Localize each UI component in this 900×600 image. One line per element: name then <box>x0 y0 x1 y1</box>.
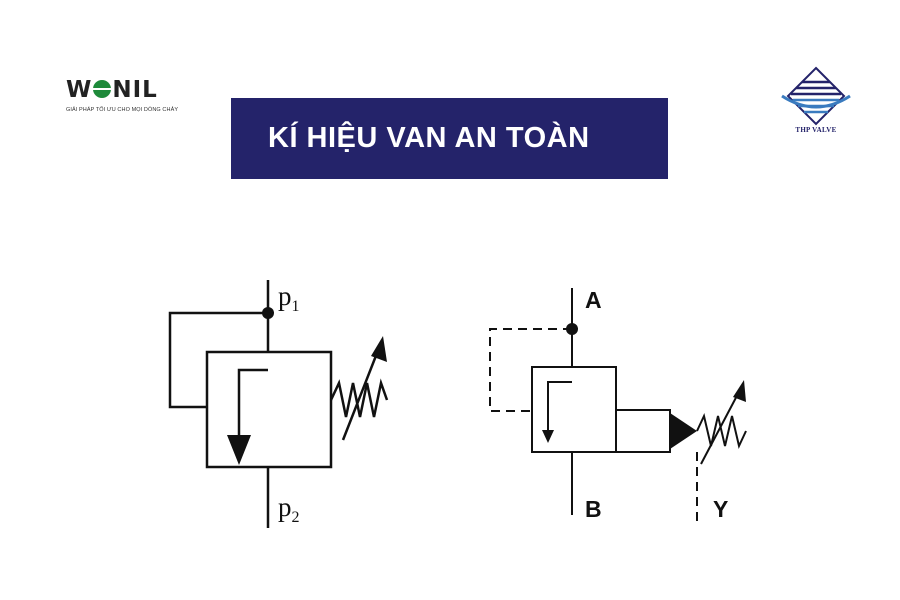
valve-body <box>205 350 333 469</box>
pilot-valve-symbol <box>489 288 747 522</box>
wonil-o-icon <box>93 80 112 98</box>
spring-icon-right <box>696 412 747 450</box>
wonil-logo: W NIL GIẢI PHÁP TỐI ƯU CHO MỌI DÒNG CHẢY <box>66 76 179 126</box>
valve-symbol-diagram: p1 p2 A B Y <box>168 280 747 528</box>
pilot-line <box>168 311 268 409</box>
pilot-dashed-line <box>489 328 572 412</box>
label-p1: p1 <box>278 281 300 315</box>
pilot-triangle-icon <box>670 413 697 449</box>
title-banner: KÍ HIỆU VAN AN TOÀN <box>231 98 668 179</box>
label-a: A <box>585 287 602 313</box>
spring-icon <box>329 378 389 418</box>
wonil-word-right: NIL <box>112 77 158 103</box>
adjust-arrow-line-right <box>700 389 741 465</box>
label-p2: p2 <box>278 492 300 526</box>
flow-arrow-shaft <box>237 368 268 445</box>
thp-logo-text: THP VALVE <box>795 126 837 134</box>
thp-valve-logo: THP VALVE <box>776 66 856 138</box>
flow-arrow-shaft-right <box>547 381 572 438</box>
thp-emblem-icon <box>781 66 851 126</box>
relief-valve-symbol <box>168 280 389 528</box>
wonil-word-left: W <box>66 77 93 103</box>
valve-body-right <box>531 366 617 453</box>
adjust-arrow-head-right <box>733 380 746 402</box>
label-b: B <box>585 496 602 522</box>
adjust-arrow-line <box>341 347 381 441</box>
flow-arrow-head <box>227 435 251 465</box>
page-title: KÍ HIỆU VAN AN TOÀN <box>268 122 590 154</box>
wonil-tagline: GIẢI PHÁP TỐI ƯU CHO MỌI DÒNG CHẢY <box>66 107 179 113</box>
pilot-chamber <box>615 409 671 453</box>
flow-arrow-head-right <box>542 430 554 443</box>
label-y: Y <box>713 496 728 522</box>
wonil-wordmark: W NIL <box>66 76 158 104</box>
adjust-arrow-head <box>371 336 387 362</box>
